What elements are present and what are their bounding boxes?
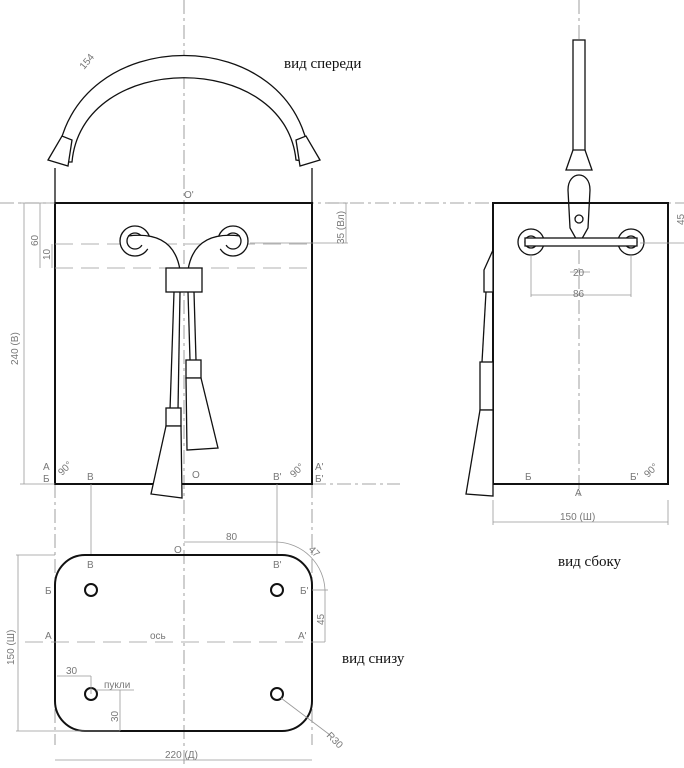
dim-20-label: 20 (573, 268, 585, 279)
bottom-center-label: O (174, 545, 182, 556)
side-angle-label: 90° (642, 462, 660, 480)
bottom-point-a: А (45, 631, 52, 642)
point-v: В (87, 472, 94, 483)
bottom-body (54, 554, 313, 732)
side-point-b2: Б' (630, 472, 639, 483)
angle-right-label: 90° (288, 462, 306, 480)
handle-length-label: 154 (78, 52, 97, 72)
dim-10-label: 10 (42, 248, 53, 260)
side-point-a: А (575, 488, 582, 499)
dim-86-label: 86 (573, 289, 585, 300)
dim-60-label: 60 (30, 234, 41, 246)
dim-30a-label: 30 (66, 666, 78, 677)
bottom-view-title: вид снизу (342, 651, 405, 667)
bottom-point-v2: В' (273, 560, 282, 571)
side-point-b: Б (525, 472, 532, 483)
axis-label: ось (150, 631, 166, 642)
dim-47-label: 47 (306, 544, 322, 560)
bottom-point-v: В (87, 560, 94, 571)
bottom-dim-45-label: 45 (316, 613, 327, 625)
bottom-point-a2: А' (298, 631, 307, 642)
height-label: 240 (В) (10, 332, 21, 365)
dim-80-label: 80 (226, 532, 238, 543)
side-view-title: вид сбоку (558, 554, 622, 570)
point-a2: А' (315, 462, 324, 473)
bottom-point-b: Б (45, 586, 52, 597)
center-bottom-label: O (192, 470, 200, 481)
bottom-point-b2: Б' (300, 586, 309, 597)
point-b2: Б' (315, 474, 324, 485)
angle-left-label: 90° (56, 460, 74, 478)
side-view: 20 86 150 (Ш) 45 Б Б' А 90° вид сбоку (465, 39, 684, 570)
rivets-label: пукли (104, 680, 130, 691)
handle (56, 55, 311, 163)
center-top-label: O' (184, 190, 194, 201)
side-width-label: 150 (Ш) (560, 512, 595, 523)
dim-35-label: 35 (Вл) (336, 211, 347, 244)
point-a: А (43, 462, 50, 473)
front-body (54, 202, 313, 485)
front-view-title: вид спереди (284, 56, 361, 72)
bottom-length-label: 220 (Д) (165, 750, 198, 761)
point-b: Б (43, 474, 50, 485)
front-view: 154 O' O 240 (В) 60 10 35 (Вл) 90° 90° А… (10, 52, 361, 555)
side-body (492, 202, 669, 485)
dim-30b-label: 30 (110, 710, 121, 722)
dim-45-label: 45 (676, 213, 684, 225)
radius-label: R30 (324, 730, 345, 751)
point-v2: В' (273, 472, 282, 483)
bottom-width-label: 150 (Ш) (6, 630, 17, 665)
bottom-view: 80 47 45 150 (Ш) 220 (Д) ось пукли 30 30… (6, 532, 405, 761)
